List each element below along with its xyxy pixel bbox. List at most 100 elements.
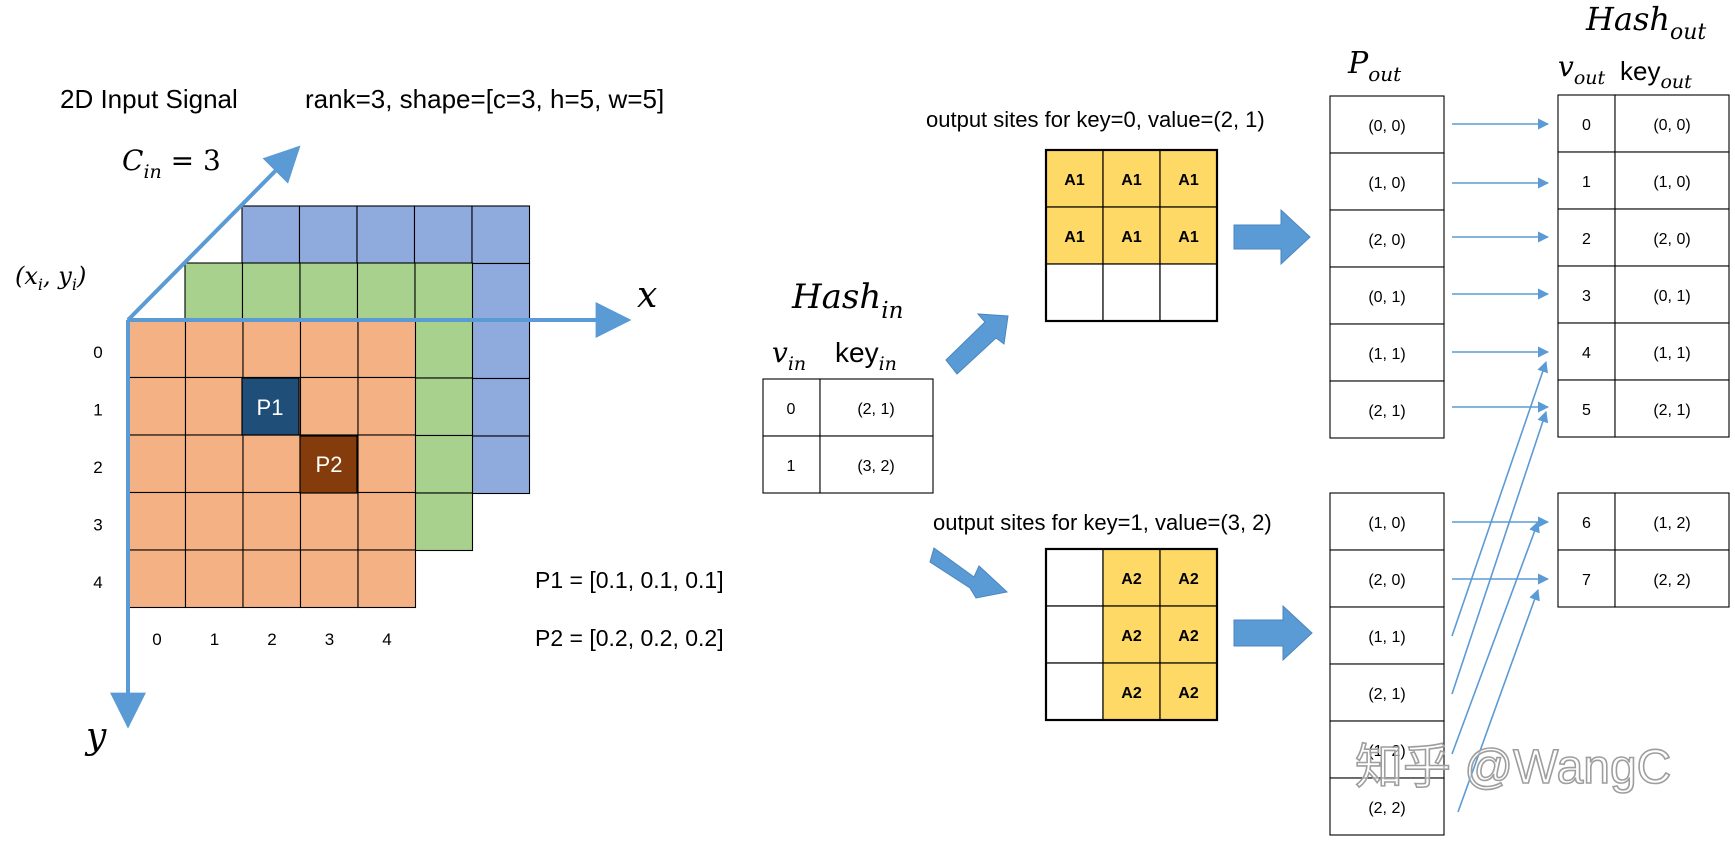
hash-out-v: 5 xyxy=(1582,402,1591,419)
kernel-cell xyxy=(1045,605,1104,664)
p-out-cell xyxy=(1329,492,1445,551)
channel-0-cell xyxy=(357,376,417,436)
p-out-cell xyxy=(1329,266,1445,325)
channel-0-cell xyxy=(357,319,417,379)
mapping-arrows xyxy=(1451,118,1550,813)
coordinate-label: (xi, yi) xyxy=(15,262,86,294)
kernel-weight: A2 xyxy=(1178,685,1199,702)
p-out-cell xyxy=(1329,777,1445,836)
hash-out-v-cell xyxy=(1557,94,1616,153)
hash-in-table: 0(2, 1)1(3, 2) xyxy=(762,378,934,494)
group-1-caption: output sites for key=0, value=(2, 1) xyxy=(926,107,1265,132)
channel-1-cell xyxy=(356,262,416,322)
kernel-weight: A1 xyxy=(1064,229,1085,246)
p-out-value: (0, 1) xyxy=(1368,289,1405,306)
hash-out-key-cell xyxy=(1614,208,1730,267)
p-out-value: (1, 1) xyxy=(1368,629,1405,646)
hash-in-v: 1 xyxy=(787,458,796,475)
p-out-cell xyxy=(1329,152,1445,211)
kernel-weight: A2 xyxy=(1121,685,1142,702)
channel-0-cell xyxy=(184,549,244,609)
hash-in-v: 0 xyxy=(787,401,796,418)
hash-out-v: 7 xyxy=(1582,572,1591,589)
p-out-value: (1, 1) xyxy=(1368,346,1405,363)
channel-2-cell xyxy=(356,205,416,265)
hash-out-key: (2, 0) xyxy=(1653,231,1690,248)
channel-1-cell xyxy=(184,262,244,322)
kernel-cell xyxy=(1159,605,1218,664)
channel-0-cell xyxy=(184,319,244,379)
kernel-cell xyxy=(1102,548,1161,607)
hash-out-v: 0 xyxy=(1582,117,1591,134)
channel-0-cell xyxy=(127,491,187,551)
channel-0-cell xyxy=(299,319,359,379)
channel-0-cell xyxy=(184,491,244,551)
hash-out-key-cell xyxy=(1614,379,1730,438)
row-label: 1 xyxy=(93,401,102,420)
kernel-cell xyxy=(1159,206,1218,265)
fat-arrow-right-1 xyxy=(1233,208,1311,266)
channel-0-cell xyxy=(127,376,187,436)
p-out-value: (2, 1) xyxy=(1368,403,1405,420)
hash-in-title: Hashin xyxy=(791,277,903,324)
p2-label: P2 xyxy=(316,452,343,477)
kernel-cell xyxy=(1102,662,1161,721)
channel-1-cell xyxy=(414,492,474,552)
y-axis-label: y xyxy=(84,716,107,757)
hash-out-key: (1, 2) xyxy=(1653,515,1690,532)
p-out-value: (2, 0) xyxy=(1368,232,1405,249)
p-out-value: (1, 0) xyxy=(1368,515,1405,532)
channel-2-cell xyxy=(413,205,473,265)
row-label: 3 xyxy=(93,516,102,535)
hash-out-key: (1, 1) xyxy=(1653,345,1690,362)
p1-label: P1 xyxy=(257,395,284,420)
p-out-value: (2, 1) xyxy=(1368,686,1405,703)
kernel-weight: A1 xyxy=(1121,229,1142,246)
channel-0-cell xyxy=(127,549,187,609)
hash-in-col-key: keyin xyxy=(835,337,897,375)
hash-in-v-cell xyxy=(762,378,821,437)
kernel-weight: A2 xyxy=(1178,571,1199,588)
p-out-cell xyxy=(1329,720,1445,779)
kernel-weight: A2 xyxy=(1121,571,1142,588)
hash-in-key: (2, 1) xyxy=(857,401,894,418)
channel-1-cell xyxy=(414,319,474,379)
p-out-value: (1, 0) xyxy=(1368,175,1405,192)
p2-cell xyxy=(299,435,358,494)
fat-arrow-down xyxy=(929,547,1009,599)
channel-0-cell xyxy=(127,319,187,379)
kernel-weight: A1 xyxy=(1178,229,1199,246)
kernel-weight: A2 xyxy=(1178,628,1199,645)
hash-out-v-cell xyxy=(1557,379,1616,438)
p-out-group-2: (1, 0)(2, 0)(1, 1)(2, 1)(1, 2)(2, 2) xyxy=(1329,492,1445,836)
hash-out-group-2: 6(1, 2)7(2, 2) xyxy=(1557,492,1730,608)
row-label: 0 xyxy=(93,343,102,362)
hash-out-v-cell xyxy=(1557,549,1616,608)
kernel-cell xyxy=(1045,263,1104,322)
hash-out-key-cell xyxy=(1614,492,1730,551)
hash-out-v-cell xyxy=(1557,322,1616,381)
channel-2-cell xyxy=(298,205,358,265)
fat-arrow-up xyxy=(945,313,1009,375)
kernel-cell xyxy=(1159,263,1218,322)
hash-out-v: 1 xyxy=(1582,174,1591,191)
hash-out-group-1: 0(0, 0)1(1, 0)2(2, 0)3(0, 1)4(1, 1)5(2, … xyxy=(1557,94,1730,438)
x-axis-label: x xyxy=(637,275,657,316)
map-arrow xyxy=(1451,410,1549,695)
hash-out-key-cell xyxy=(1614,265,1730,324)
p-out-value: (2, 2) xyxy=(1368,800,1405,817)
channel-1-cell xyxy=(241,262,301,322)
signal-shape: rank=3, shape=[c=3, h=5, w=5] xyxy=(305,84,664,114)
kernel-cell xyxy=(1102,605,1161,664)
kernel-cell xyxy=(1045,206,1104,265)
hash-out-key-cell xyxy=(1614,151,1730,210)
kernel-weight: A1 xyxy=(1121,172,1142,189)
channel-2-cell xyxy=(471,377,531,437)
channel-0-cell xyxy=(242,549,302,609)
hash-out-v: 6 xyxy=(1582,515,1591,532)
